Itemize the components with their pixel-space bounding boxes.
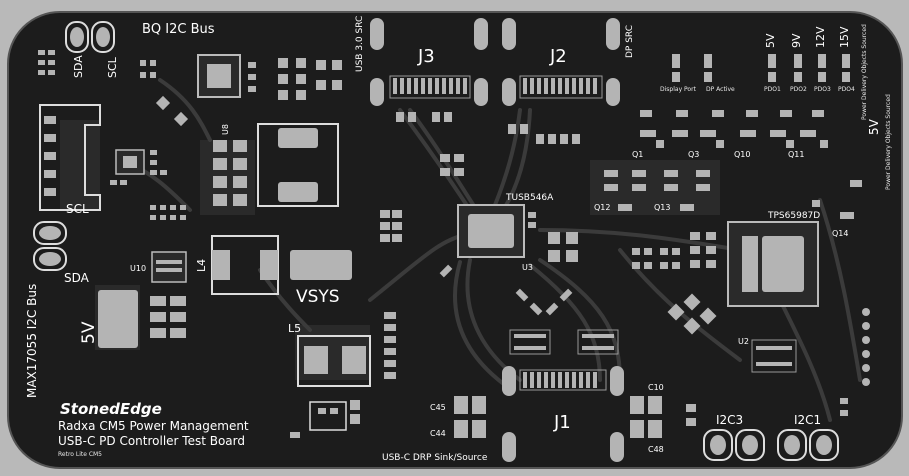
five-v-left-label: 5V bbox=[79, 321, 99, 344]
esd-protection-right bbox=[577, 329, 619, 355]
u10-label: U10 bbox=[130, 264, 146, 273]
passives-top-center bbox=[248, 58, 342, 100]
passives-bottom-right bbox=[686, 398, 848, 426]
debug-header-right[interactable] bbox=[862, 308, 870, 386]
esd-protection-left bbox=[509, 329, 551, 355]
display-port-label: Display Port bbox=[660, 86, 697, 93]
i2c1-header[interactable] bbox=[777, 429, 839, 461]
pdo-12v: 12V bbox=[814, 26, 827, 48]
tusb546a-label: TUSB546A bbox=[505, 193, 554, 203]
bq-charger-chip bbox=[197, 54, 241, 98]
passives-left-mid bbox=[110, 150, 186, 220]
c45-label: C45 bbox=[430, 403, 446, 412]
u3-label: U3 bbox=[522, 263, 533, 272]
i2c3-label: I2C3 bbox=[716, 413, 743, 427]
bottom-left-part bbox=[290, 400, 360, 438]
usb3-src-label: USB 3.0 SRC bbox=[355, 16, 365, 72]
usb-c-connector-j1[interactable] bbox=[502, 366, 624, 462]
capacitor-stack bbox=[213, 140, 247, 206]
pdo-sourced-label-2: Power Delivery Objects Sourced bbox=[885, 94, 892, 190]
tusb546a-chip bbox=[457, 204, 525, 258]
brand-line2: USB-C PD Controller Test Board bbox=[58, 434, 245, 448]
vsys-label: VSYS bbox=[296, 287, 340, 307]
inductor-l5 bbox=[297, 335, 371, 387]
q12-label: Q12 bbox=[594, 203, 610, 212]
crystal bbox=[667, 293, 717, 335]
q10-label: Q10 bbox=[734, 150, 750, 159]
i2c3-header[interactable] bbox=[703, 429, 765, 461]
transistor-pads bbox=[604, 170, 862, 219]
drp-label: USB-C DRP Sink/Source bbox=[382, 453, 488, 463]
left-soic bbox=[39, 104, 101, 211]
brand-line1: Radxa CM5 Power Management bbox=[58, 419, 249, 433]
j2-label: J2 bbox=[549, 46, 567, 67]
pdo2-label: PDO2 bbox=[790, 86, 807, 93]
inductor-l4 bbox=[211, 235, 279, 295]
j3-label: J3 bbox=[417, 46, 435, 67]
bulk-caps bbox=[454, 396, 662, 438]
u2-label: U2 bbox=[738, 337, 749, 346]
c48-label: C48 bbox=[648, 445, 664, 454]
q3-label: Q3 bbox=[688, 150, 699, 159]
fuel-gauge-chip bbox=[115, 149, 145, 175]
bq-bus-label: BQ I2C Bus bbox=[142, 22, 215, 37]
l4-label: L4 bbox=[195, 259, 208, 272]
passives-tps-left bbox=[632, 232, 716, 269]
max-bus-label: MAX17055 I2C Bus bbox=[25, 284, 39, 398]
passives-under-connectors bbox=[396, 112, 580, 176]
j1-label: J1 bbox=[553, 412, 571, 433]
scl-top-label: SCL bbox=[106, 56, 119, 78]
max-i2c-header[interactable] bbox=[33, 221, 67, 271]
l5-label: L5 bbox=[288, 322, 301, 335]
q14-label: Q14 bbox=[832, 229, 848, 238]
five-v-pad-left bbox=[98, 290, 138, 348]
dp-active-label: DP Active bbox=[706, 86, 735, 93]
pdo-sourced-label: Power Delivery Objects Sourced bbox=[861, 24, 868, 120]
sda-top-label: SDA bbox=[72, 55, 85, 78]
pdo3-label: PDO3 bbox=[814, 86, 831, 93]
tps65987d-label: TPS65987D bbox=[767, 211, 820, 221]
diagonal-parts bbox=[439, 264, 573, 316]
c44-label: C44 bbox=[430, 429, 446, 438]
u10-regulator bbox=[151, 251, 187, 283]
brand-line3: Retro Lite CM5 bbox=[58, 451, 102, 458]
scl-left-label: SCL bbox=[66, 202, 89, 216]
u2-chip bbox=[751, 339, 797, 373]
passives-tusb-right bbox=[528, 212, 578, 262]
dp-src-label: DP SRC bbox=[625, 25, 635, 58]
i2c1-label: I2C1 bbox=[794, 413, 821, 427]
resistor-column bbox=[380, 210, 402, 379]
pdo-15v: 15V bbox=[838, 26, 851, 48]
q13-label: Q13 bbox=[654, 203, 670, 212]
usb-c-connector-j3[interactable] bbox=[370, 18, 488, 106]
q1-label: Q1 bbox=[632, 150, 643, 159]
pdo1-label: PDO1 bbox=[764, 86, 781, 93]
resistor-cluster-top-left bbox=[38, 50, 156, 78]
large-inductor bbox=[257, 123, 339, 207]
five-v-right-label: 5V bbox=[867, 118, 881, 135]
c10-label: C10 bbox=[648, 383, 664, 392]
pdo-9v: 9V bbox=[790, 33, 803, 48]
q11-label: Q11 bbox=[788, 150, 804, 159]
pdo4-label: PDO4 bbox=[838, 86, 855, 93]
pdo-5v: 5V bbox=[764, 33, 777, 48]
bq-i2c-header[interactable] bbox=[65, 21, 115, 53]
sda-left-label: SDA bbox=[64, 271, 90, 285]
u8-label: U8 bbox=[221, 124, 230, 135]
tps65987d-chip bbox=[727, 221, 819, 307]
usb-c-connector-j2[interactable] bbox=[502, 18, 620, 106]
brand-logo: StonedEdge bbox=[60, 400, 162, 418]
vsys-pad bbox=[290, 250, 352, 280]
passives-5v bbox=[150, 296, 186, 338]
pdo-leds bbox=[640, 54, 850, 148]
